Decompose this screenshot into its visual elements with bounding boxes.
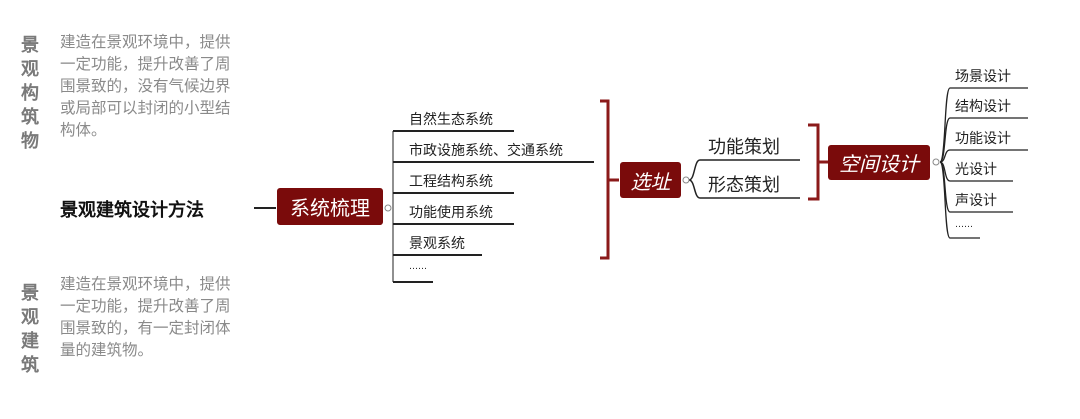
system-item[interactable]: 景观系统 xyxy=(409,236,465,252)
space-item[interactable]: 场景设计 xyxy=(955,69,1011,85)
main-title: 景观建筑设计方法 xyxy=(60,200,204,221)
system-item[interactable]: 功能使用系统 xyxy=(409,205,493,221)
collapse-handle xyxy=(932,158,940,166)
space-item[interactable]: 光设计 xyxy=(955,162,997,178)
desc-landscape-structure: 建造在景观环境中，提供一定功能，提升改善了周围景致的，没有气候边界或局部可以封闭… xyxy=(60,33,231,139)
system-item[interactable]: 自然生态系统 xyxy=(409,112,493,128)
node-space[interactable]: 空间设计 xyxy=(828,145,930,180)
node-site[interactable]: 选址 xyxy=(620,162,681,198)
site-branch-1 xyxy=(688,159,800,181)
space-item[interactable]: 结构设计 xyxy=(955,99,1011,115)
system-item[interactable]: …… xyxy=(409,262,427,272)
system-item[interactable]: 市政设施系统、交通系统 xyxy=(409,143,563,159)
label-landscape-building: 景观建筑 xyxy=(21,283,39,376)
collapse-handle xyxy=(384,204,392,212)
bracket-1 xyxy=(600,99,610,260)
label-landscape-structure: 景观构筑物 xyxy=(21,35,39,152)
space-item[interactable]: …… xyxy=(955,220,973,230)
desc-landscape-building: 建造在景观环境中，提供一定功能，提升改善了周围景致的，有一定封闭体量的建筑物。 xyxy=(60,275,231,359)
site-item[interactable]: 功能策划 xyxy=(708,137,780,158)
site-item[interactable]: 形态策划 xyxy=(708,175,780,196)
space-item[interactable]: 功能设计 xyxy=(955,131,1011,147)
node-system[interactable]: 系统梳理 xyxy=(277,188,383,225)
brackets xyxy=(600,99,828,260)
space-item[interactable]: 声设计 xyxy=(955,193,997,209)
site-branch-2 xyxy=(688,179,800,199)
collapse-handle xyxy=(682,176,690,184)
bracket-2 xyxy=(808,123,820,201)
system-item[interactable]: 工程结构系统 xyxy=(409,174,493,190)
